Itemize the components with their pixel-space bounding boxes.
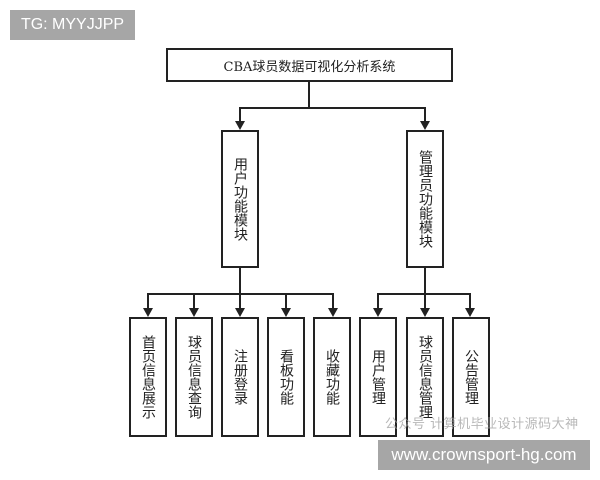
admin-module-node: 管理员功能模块 bbox=[406, 130, 444, 268]
user-module-label: 用户功能模块 bbox=[232, 157, 248, 241]
leaf-node-label: 收藏功能 bbox=[324, 349, 340, 405]
connector bbox=[424, 268, 426, 295]
tg-badge: TG: MYYJJPP bbox=[10, 10, 135, 40]
leaf-node-user-management: 用户管理 bbox=[359, 317, 397, 437]
leaf-node-label: 球员信息查询 bbox=[186, 335, 202, 419]
url-banner: www.crownsport-hg.com bbox=[378, 440, 590, 470]
leaf-node-home-info: 首页信息展示 bbox=[129, 317, 167, 437]
arrow-icon bbox=[420, 308, 430, 317]
connector bbox=[377, 293, 379, 309]
connector bbox=[239, 268, 241, 295]
connector bbox=[239, 107, 241, 122]
arrow-icon bbox=[373, 308, 383, 317]
connector bbox=[239, 107, 426, 109]
arrow-icon bbox=[189, 308, 199, 317]
root-node-label: CBA球员数据可视化分析系统 bbox=[223, 59, 396, 75]
leaf-node-label: 看板功能 bbox=[278, 349, 294, 405]
leaf-node-label: 公告管理 bbox=[463, 349, 479, 405]
connector bbox=[332, 293, 334, 309]
leaf-node-player-query: 球员信息查询 bbox=[175, 317, 213, 437]
connector bbox=[285, 293, 287, 309]
connector bbox=[193, 293, 195, 309]
leaf-node-label: 球员信息管理 bbox=[417, 335, 433, 419]
leaf-node-label: 用户管理 bbox=[370, 349, 386, 405]
arrow-icon bbox=[281, 308, 291, 317]
arrow-icon bbox=[465, 308, 475, 317]
arrow-icon bbox=[328, 308, 338, 317]
leaf-node-register-login: 注册登录 bbox=[221, 317, 259, 437]
arrow-icon bbox=[235, 308, 245, 317]
connector bbox=[147, 293, 149, 309]
connector bbox=[424, 107, 426, 122]
watermark: 公众号 计算机毕业设计源码大神 bbox=[385, 417, 579, 432]
leaf-node-label: 注册登录 bbox=[232, 349, 248, 405]
admin-module-label: 管理员功能模块 bbox=[417, 150, 433, 248]
connector bbox=[469, 293, 471, 309]
leaf-node-label: 首页信息展示 bbox=[140, 335, 156, 419]
leaf-node-favorites: 收藏功能 bbox=[313, 317, 351, 437]
connector bbox=[239, 293, 241, 309]
arrow-icon bbox=[235, 121, 245, 130]
connector bbox=[424, 293, 426, 309]
connector bbox=[308, 82, 310, 109]
leaf-node-notice-management: 公告管理 bbox=[452, 317, 490, 437]
arrow-icon bbox=[143, 308, 153, 317]
leaf-node-player-management: 球员信息管理 bbox=[406, 317, 444, 437]
root-node: CBA球员数据可视化分析系统 bbox=[166, 48, 453, 82]
arrow-icon bbox=[420, 121, 430, 130]
leaf-node-dashboard: 看板功能 bbox=[267, 317, 305, 437]
user-module-node: 用户功能模块 bbox=[221, 130, 259, 268]
